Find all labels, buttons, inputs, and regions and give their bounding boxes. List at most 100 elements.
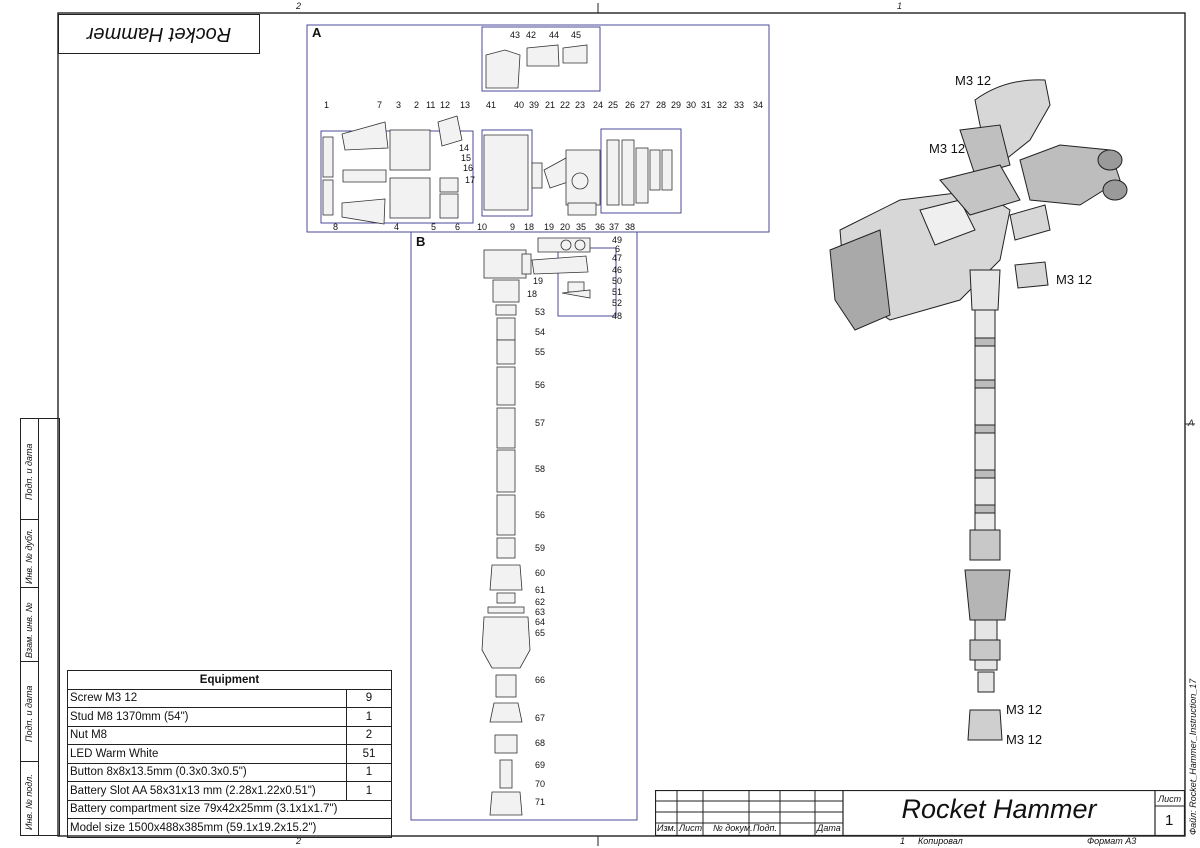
callout-46: 46: [612, 265, 623, 275]
equipment-title: Equipment: [67, 670, 392, 690]
callout-35: 35: [576, 222, 587, 232]
callout-65: 65: [535, 628, 546, 638]
callout-44: 44: [549, 30, 560, 40]
group-a-label: A: [312, 25, 322, 40]
callout-56: 56: [535, 380, 546, 390]
callout-54: 54: [535, 327, 546, 337]
callout-6: 6: [455, 222, 461, 232]
file-label: Файл: Rocket_Hammer_Instruction_17: [1188, 678, 1198, 835]
callout-7: 7: [377, 100, 383, 110]
callout-52: 52: [612, 298, 623, 308]
callout-18: 18: [524, 222, 535, 232]
callout-43: 43: [510, 30, 521, 40]
tb-sheet-label: Лист: [1158, 794, 1182, 804]
callout-32: 32: [717, 100, 728, 110]
callout-9: 9: [510, 222, 516, 232]
callout-15: 15: [461, 153, 472, 163]
callout-31: 31: [701, 100, 712, 110]
tb-col-podp: Подп.: [753, 823, 777, 833]
tb-col-data: Дата: [817, 823, 841, 833]
callout-56b: 56: [535, 510, 546, 520]
callout-16: 16: [463, 163, 474, 173]
callout-14: 14: [459, 143, 470, 153]
callout-20: 20: [560, 222, 571, 232]
callout-68: 68: [535, 738, 546, 748]
tb-col-izm: Изм.: [657, 823, 677, 833]
callout-62: 62: [535, 597, 546, 607]
callout-47: 47: [612, 253, 623, 263]
callout-69: 69: [535, 760, 546, 770]
zone-top-right: 1: [897, 1, 903, 11]
callout-11: 11: [426, 100, 436, 110]
table-row: Stud M8 1370mm (54")1: [67, 707, 392, 727]
callout-41: 41: [486, 100, 497, 110]
tb-col-list: Лист: [679, 823, 703, 833]
callout-49: 49: [612, 235, 623, 245]
callout-63: 63: [535, 607, 546, 617]
callout-10: 10: [477, 222, 488, 232]
callout-13: 13: [460, 100, 471, 110]
callout-45: 45: [571, 30, 582, 40]
callout-24: 24: [593, 100, 604, 110]
callout-40: 40: [514, 100, 525, 110]
table-row: Button 8x8x13.5mm (0.3x0.3x0.5")1: [67, 762, 392, 782]
callout-18b: 18: [527, 289, 538, 299]
screw-label-3: M3 12: [1056, 272, 1093, 287]
callout-38: 38: [625, 222, 636, 232]
callout-3: 3: [396, 100, 402, 110]
table-row: Model size 1500x488x385mm (59.1x19.2x15.…: [67, 818, 392, 838]
callout-58: 58: [535, 464, 546, 474]
screw-label-5: M3 12: [1006, 732, 1043, 747]
screw-label-4: M3 12: [1006, 702, 1043, 717]
callout-37: 37: [609, 222, 620, 232]
tb-sheet-no: 1: [1165, 812, 1174, 829]
callout-23: 23: [575, 100, 586, 110]
callout-27: 27: [640, 100, 651, 110]
callout-33: 33: [734, 100, 745, 110]
callout-53: 53: [535, 307, 546, 317]
tb-col-doc: № докум.: [713, 823, 753, 833]
callout-50: 50: [612, 276, 623, 286]
callout-60: 60: [535, 568, 546, 578]
callout-25: 25: [608, 100, 619, 110]
zone-right: A: [1188, 418, 1195, 428]
callout-28: 28: [656, 100, 667, 110]
callout-59: 59: [535, 543, 546, 553]
callout-70: 70: [535, 779, 546, 789]
callout-29: 29: [671, 100, 682, 110]
callout-22: 22: [560, 100, 571, 110]
callout-55: 55: [535, 347, 546, 357]
screw-label-1: M3 12: [955, 73, 992, 88]
side-strip: [20, 418, 60, 836]
callout-4: 4: [394, 222, 400, 232]
screw-label-2: M3 12: [929, 141, 966, 156]
callout-36: 36: [595, 222, 606, 232]
zone-bottom-left: 2: [296, 836, 302, 846]
callout-1: 1: [324, 100, 330, 110]
callout-64: 64: [535, 617, 546, 627]
callout-71: 71: [535, 797, 546, 807]
callout-42: 42: [526, 30, 537, 40]
callout-26: 26: [625, 100, 636, 110]
format-label: Формат А3: [1087, 836, 1137, 846]
callout-19b: 19: [533, 276, 544, 286]
callout-2: 2: [414, 100, 420, 110]
table-row: Battery Slot AA 58x31x13 mm (2.28x1.22x0…: [67, 781, 392, 801]
drawing-title: Rocket Hammer: [901, 794, 1097, 824]
callout-48: 48: [612, 311, 623, 321]
callout-21: 21: [545, 100, 556, 110]
callout-57: 57: [535, 418, 546, 428]
copied-label: Копировал: [918, 836, 963, 846]
callout-8: 8: [333, 222, 339, 232]
zone-top-left: 2: [296, 1, 302, 11]
callout-39: 39: [529, 100, 540, 110]
below-number: 1: [900, 836, 906, 846]
callout-66: 66: [535, 675, 546, 685]
callout-19: 19: [544, 222, 555, 232]
